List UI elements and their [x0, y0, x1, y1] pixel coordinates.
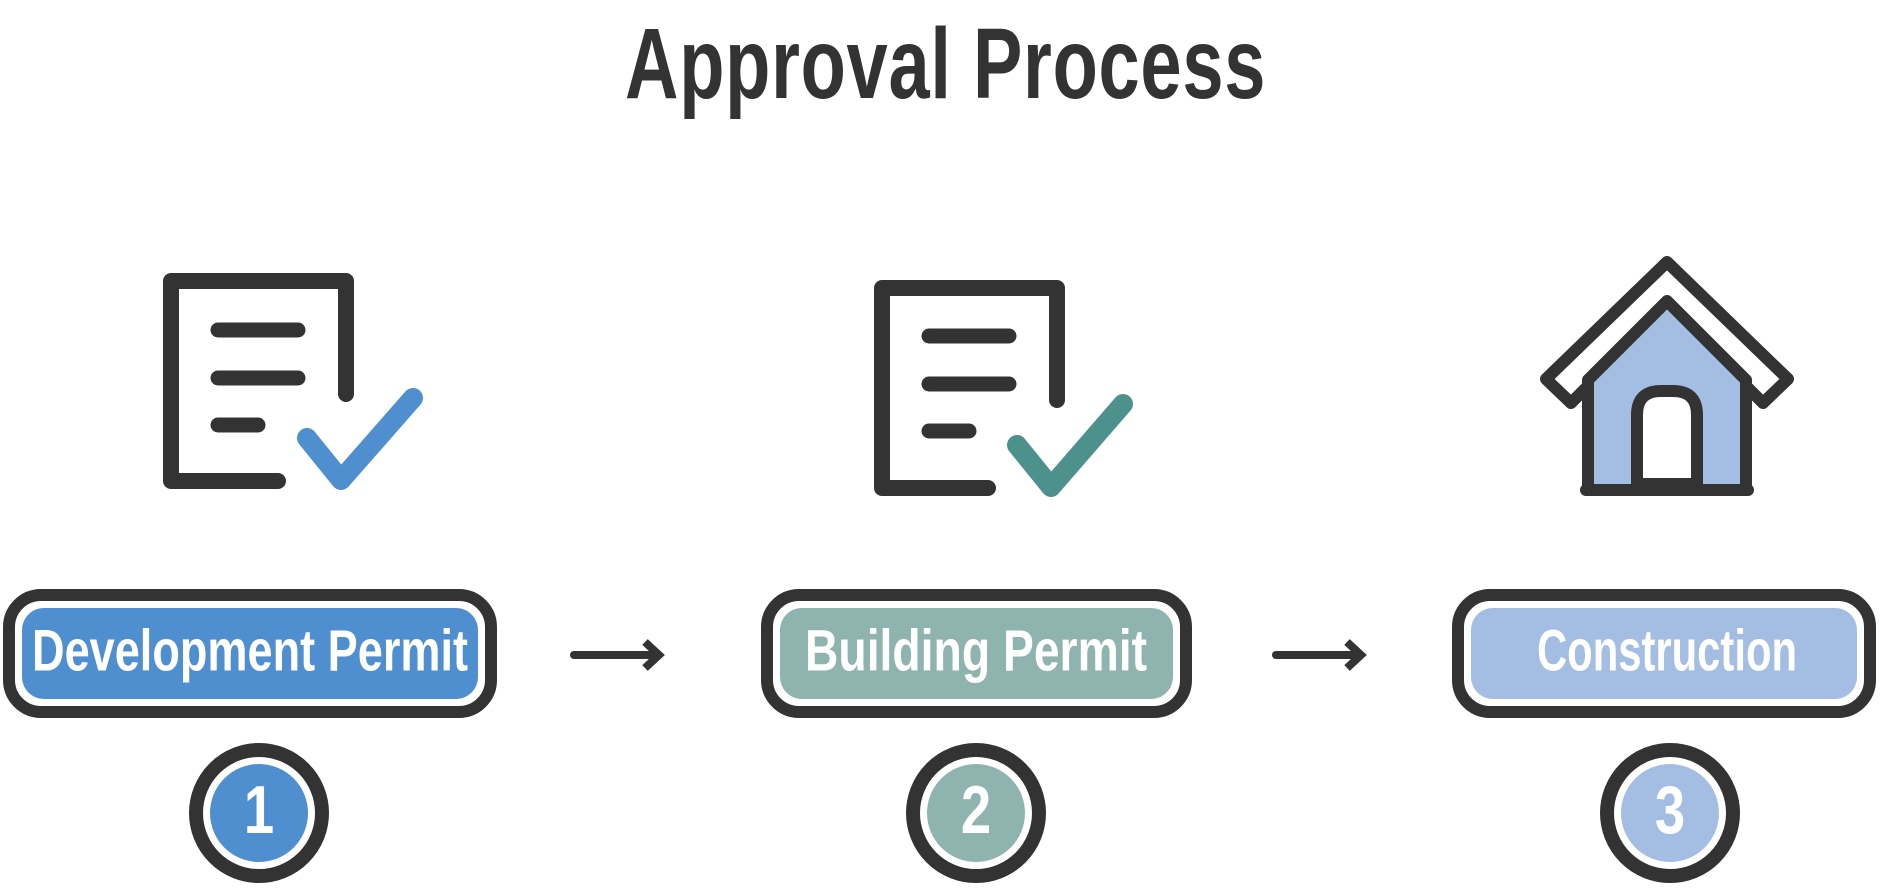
step-3-house-icon	[1540, 256, 1794, 496]
step-1-number: 1	[244, 772, 274, 848]
step-3-label-box: Construction	[1452, 589, 1876, 718]
step-1-label: Development Permit	[32, 618, 468, 683]
step-2-number-badge: 2	[906, 743, 1046, 883]
step-3-label: Construction	[1537, 618, 1797, 683]
step-2-label: Building Permit	[805, 618, 1147, 683]
diagram-title: Approval Process	[625, 8, 1267, 120]
arrow-right-icon	[1272, 639, 1367, 671]
step-1-label-box: Development Permit	[3, 589, 497, 718]
arrow-right-icon	[570, 639, 665, 671]
step-2-number: 2	[961, 772, 991, 848]
step-1-document-check-icon	[163, 273, 423, 490]
step-3-number: 3	[1655, 772, 1685, 848]
step-3-number-badge: 3	[1600, 743, 1740, 883]
step-2-label-box: Building Permit	[761, 589, 1192, 718]
step-1-number-badge: 1	[189, 743, 329, 883]
step-2-document-check-icon	[874, 280, 1133, 497]
